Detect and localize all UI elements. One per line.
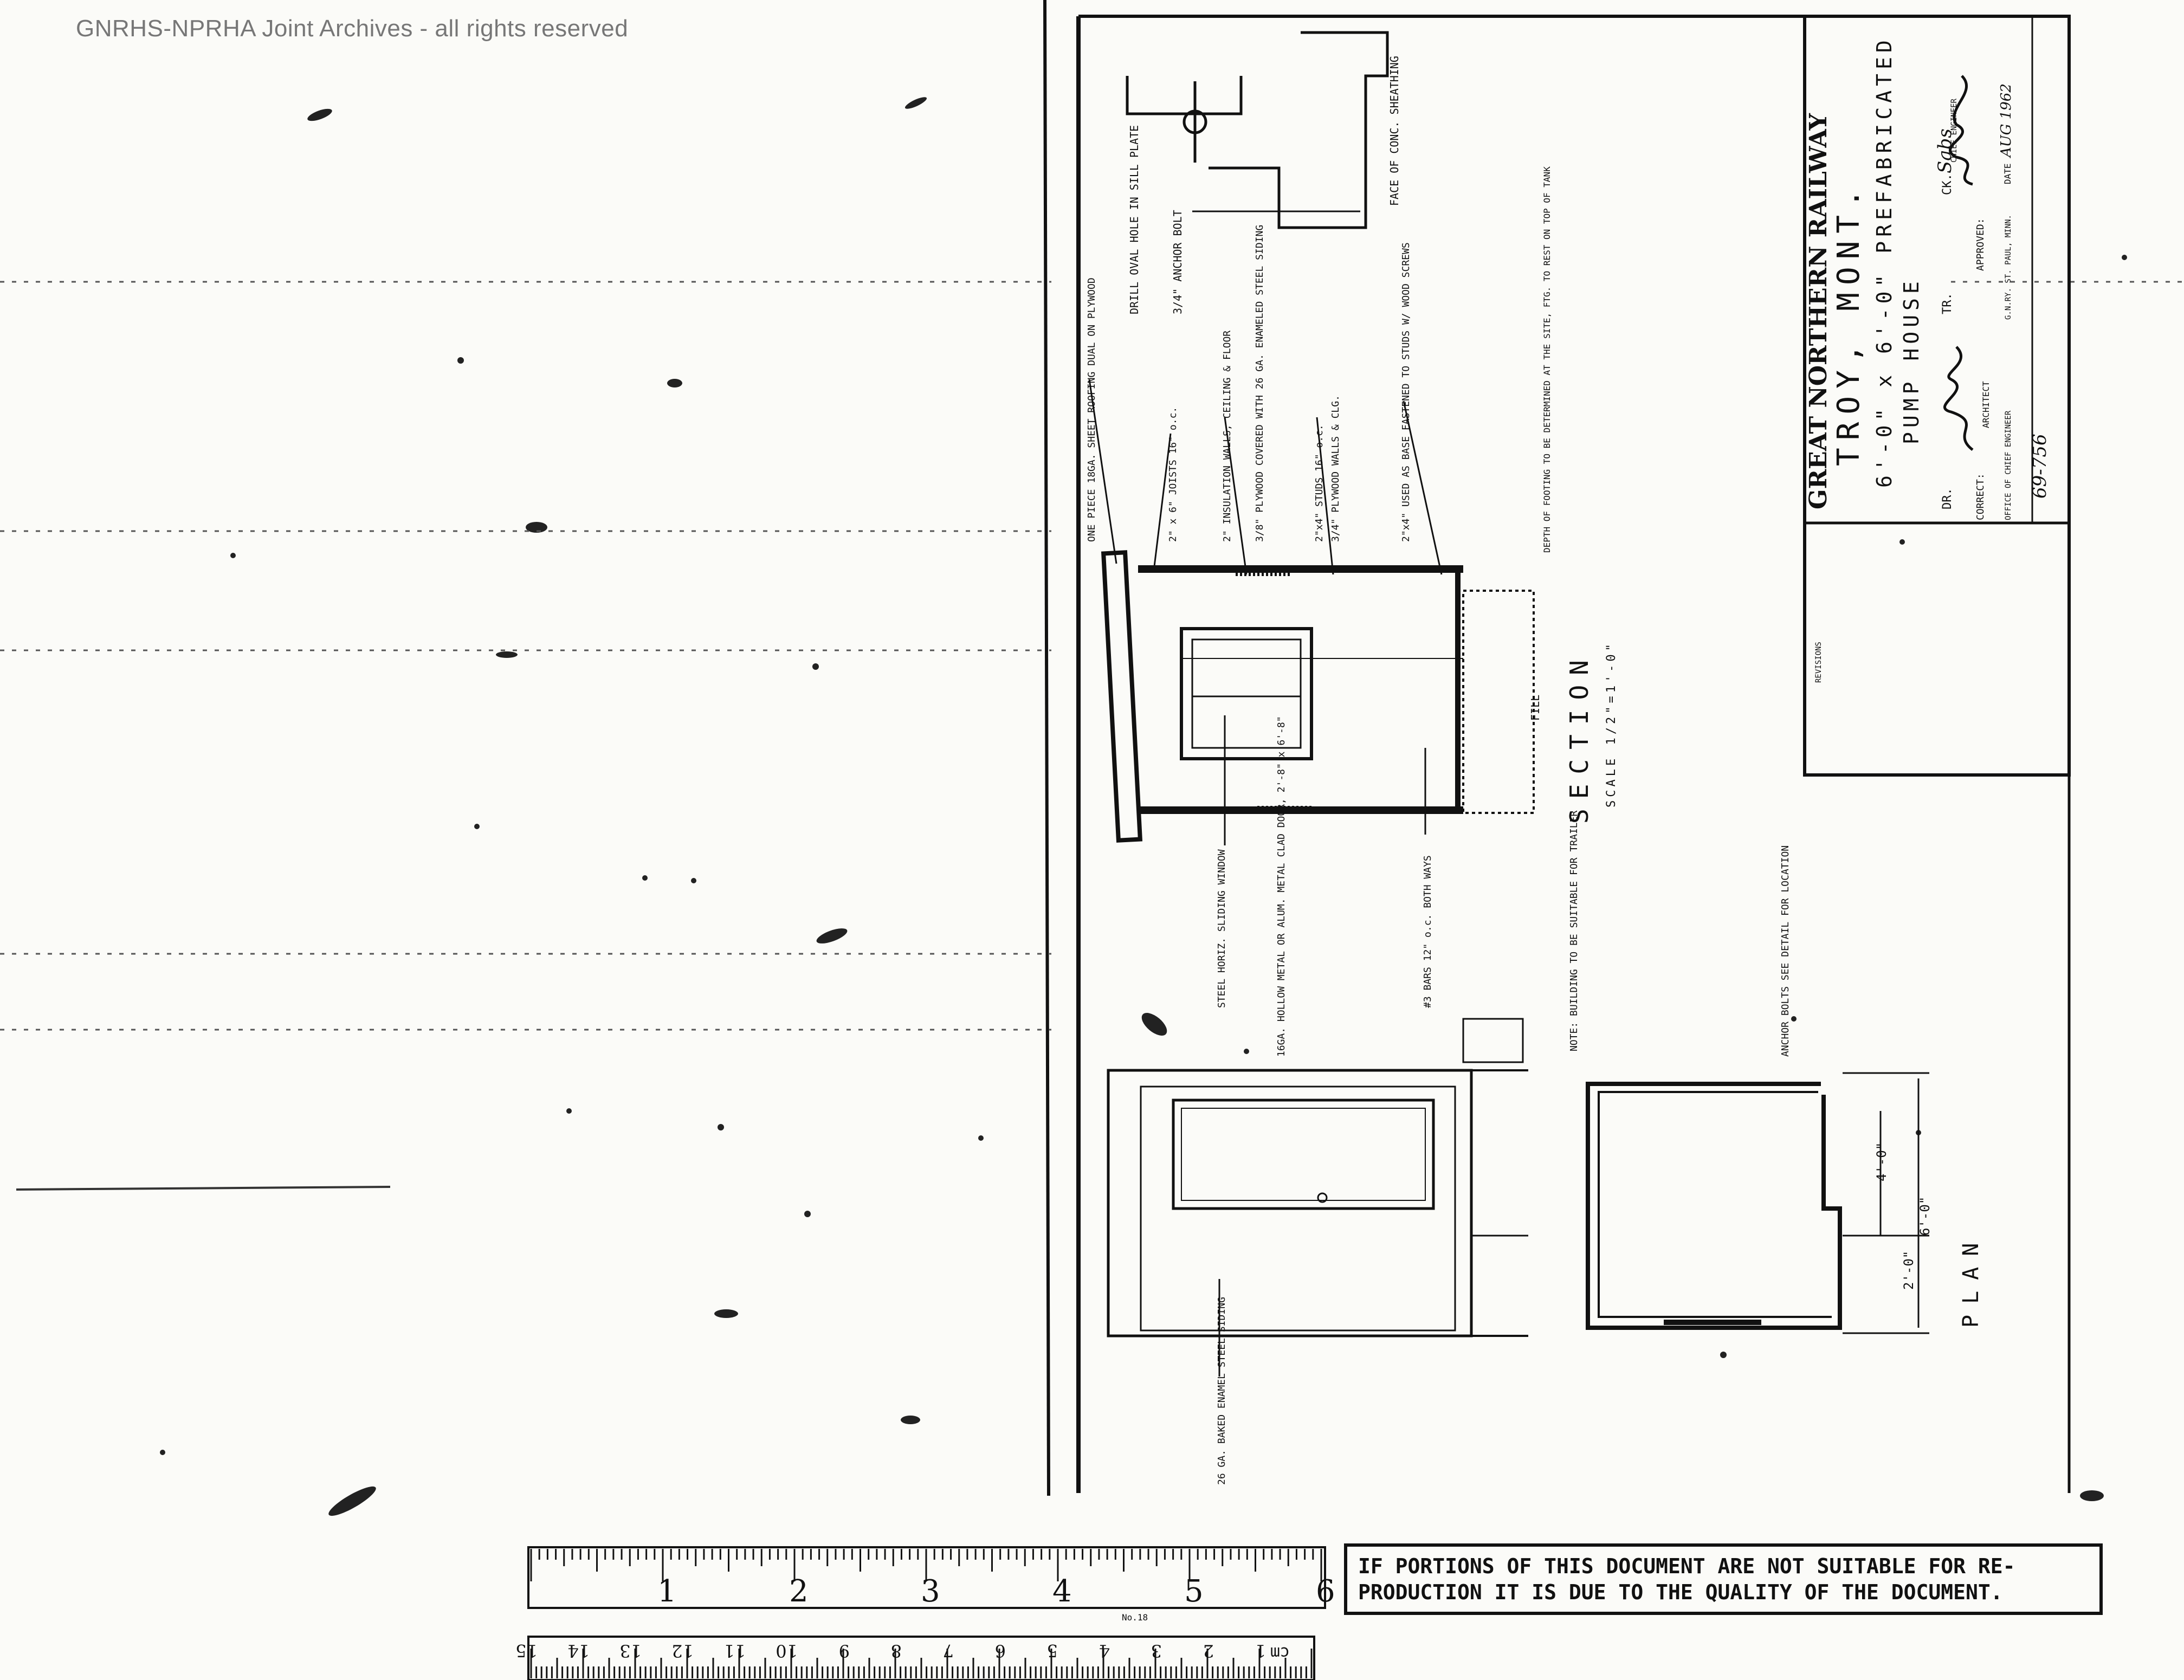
cm-label: 14 [567,1640,590,1661]
section-notes: ONE PIECE 18GA. SHEET ROOFING DUAL ON PL… [1086,166,1552,1057]
drill-oval-note: DRILL OVAL HOLE IN SILL PLATE [1128,125,1141,314]
note-plywood-walls: 3/4" PLYWOOD WALLS & CLG. [1330,395,1341,542]
cm-label: 3 [1151,1640,1162,1661]
note-anchor-bolts: ANCHOR BOLTS SEE DETAIL FOR LOCATION [1780,845,1791,1057]
plan-dim-door: 2'-0" [1901,1251,1916,1290]
note-footing: DEPTH OF FOOTING TO BE DETERMINED AT THE… [1542,166,1552,553]
disclaimer-line-1: IF PORTIONS OF THIS DOCUMENT ARE NOT SUI… [1358,1554,2015,1578]
disclaimer-stamp: IF PORTIONS OF THIS DOCUMENT ARE NOT SUI… [1344,1543,2103,1615]
cm-label: 2 [1203,1640,1214,1661]
note-plywood-covered: 3/8" PLYWOOD COVERED WITH 26 GA. ENAMELE… [1254,225,1265,542]
inch-label: 6 [1316,1574,1335,1609]
chief-engineer-signature [1949,75,1973,186]
section-drawing [1101,550,1535,843]
scan-noise [160,97,2127,1572]
railway-name: GREAT NORTHERN RAILWAY [1805,113,1832,509]
face-of-conc-note: FACE OF CONC. SHEATHING [1388,56,1401,206]
disclaimer-line-2: PRODUCTION IT IS DUE TO THE QUALITY OF T… [1358,1580,2003,1604]
note-joists: 2" x 6" JOISTS 16" o.c. [1167,407,1179,542]
cm-label: 13 [619,1640,642,1661]
cm-label: 9 [839,1640,850,1661]
ck-value: Sabs [1934,128,1956,173]
revisions-label: REVISIONS [1814,642,1823,683]
tr-label: TR. [1941,293,1954,314]
cm-label: 7 [943,1640,954,1661]
inch-label: 4 [1052,1574,1072,1609]
title-block-frame [1803,15,2071,777]
dr-label: DR. [1941,488,1954,509]
ruler-brand: No.18 [1122,1612,1148,1623]
drawing-subject: 6'-0" x 6'-0" PREFABRICATED [1872,36,1896,488]
note-trailer: NOTE: BUILDING TO BE SUITABLE FOR TRAILE… [1568,811,1580,1051]
plan-title: PLAN [1959,1232,1983,1328]
correct-label: CORRECT: [1975,473,1986,520]
fold-line [16,1186,391,1191]
note-base: 2"x4" USED AS BASE FASTENED TO STUDS W/ … [1400,242,1412,542]
section-title: SECTION SCALE 1/2"=1'-0" [1565,641,1618,824]
anchor-bolt-detail [1126,31,1389,229]
inch-label: 5 [1184,1574,1204,1609]
city-label: G.N.RY. ST. PAUL, MINN. [2004,215,2013,320]
drawing-number: 69-756 [2029,434,2051,499]
cm-label: 5 [1047,1640,1058,1661]
cm-label: 1 [1255,1640,1266,1661]
date-value: AUG 1962 [1998,83,2014,158]
section-scale-text: SCALE 1/2"=1'-0" [1605,641,1618,807]
section-title-text: SECTION [1565,650,1594,824]
plan-drawing [1586,1072,1929,1334]
note-bars: #3 BARS 12" o.c. BOTH WAYS [1422,855,1433,1008]
cm-label: 8 [891,1640,902,1661]
anchor-bolt-note: 3/4" ANCHOR BOLT [1171,210,1184,314]
architect-signature [1943,346,1974,451]
drawing-subject-2: PUMP HOUSE [1899,277,1923,444]
cm-label: 12 [671,1640,694,1661]
cm-label: 4 [1099,1640,1110,1661]
inch-label: 3 [921,1574,940,1609]
cm-label: 15 [515,1640,538,1661]
fold-creases [0,281,2184,1031]
note-roofing: ONE PIECE 18GA. SHEET ROOFING DUAL ON PL… [1086,277,1097,542]
inch-label: 1 [657,1574,677,1609]
inch-label: 2 [789,1574,809,1609]
archive-watermark: GNRHS-NPRHA Joint Archives - all rights … [76,15,629,42]
note-fill: FILL [1529,695,1542,721]
ck-label: CK. [1941,173,1954,195]
plan-dim-inner: 4'-0" [1874,1142,1889,1181]
note-siding: 26 GA. BAKED ENAMEL STEEL SIDING [1216,1297,1227,1485]
signatures [1943,75,1974,451]
elevation-drawing [1107,1018,1528,1337]
cm-label: 6 [995,1640,1006,1661]
note-studs: 2"x4" STUDS 16" o.c. [1314,424,1325,542]
ruler-cm-unit: cm [1270,1643,1290,1662]
drawing-location: TROY, MONT. [1831,182,1866,466]
date-label: DATE [2002,163,2013,184]
approved-label: APPROVED: [1975,218,1986,271]
note-door: 16GA. HOLLOW METAL OR ALUM. METAL CLAD D… [1276,716,1287,1057]
cm-label: 11 [723,1640,746,1661]
note-window: STEEL HORIZ. SLIDING WINDOW [1216,849,1227,1008]
title-block: GREAT NORTHERN RAILWAY TROY, MONT. 6'-0"… [1805,36,2051,520]
plan-dim-overall: 6'-0" [1917,1197,1933,1236]
architect-label: ARCHITECT [1981,381,1991,428]
cm-label: 10 [776,1640,798,1661]
office-label: OFFICE OF CHIEF ENGINEER [2004,410,2013,520]
section-leaders [1088,379,1443,845]
